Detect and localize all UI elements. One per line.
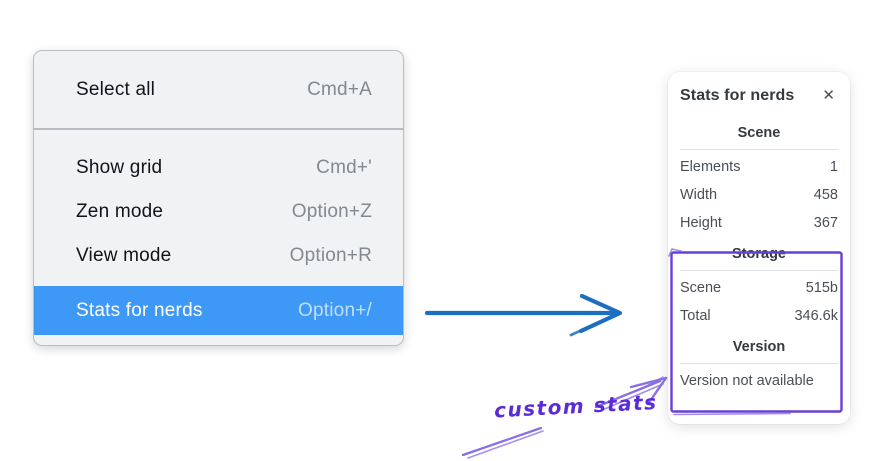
stat-label: Scene <box>680 280 722 296</box>
menu-item-label: View mode <box>76 245 172 266</box>
menu-item-shortcut: Cmd+' <box>316 157 372 178</box>
stat-label: Width <box>680 187 718 203</box>
stats-panel-header: Stats for nerds ✕ <box>678 86 840 105</box>
menu-item-label: Show grid <box>76 157 163 178</box>
menu-item-stats-for-nerds[interactable]: Stats for nerds Option+/ <box>34 286 403 335</box>
stat-row-width: Width 458 <box>680 181 838 209</box>
stat-value: 346.6k <box>794 308 838 324</box>
menu-section-top: Select all Cmd+A <box>34 51 403 128</box>
menu-item-shortcut: Option+Z <box>291 201 372 222</box>
custom-stats-tail-stroke <box>461 426 544 459</box>
context-menu: Select all Cmd+A Show grid Cmd+' Zen mod… <box>33 50 404 346</box>
stat-label: Elements <box>680 159 741 175</box>
menu-item-select-all[interactable]: Select all Cmd+A <box>34 51 403 128</box>
stat-value: 515b <box>805 280 838 296</box>
version-message: Version not available <box>680 373 814 389</box>
section-heading-scene: Scene <box>680 119 838 150</box>
stat-row-scene-size: Scene 515b <box>680 274 838 302</box>
stat-value: 458 <box>813 187 838 203</box>
menu-item-shortcut: Cmd+A <box>307 78 372 100</box>
close-icon[interactable]: ✕ <box>822 87 835 104</box>
menu-section-main: Show grid Cmd+' Zen mode Option+Z View m… <box>34 130 403 345</box>
stat-row-total-size: Total 346.6k <box>680 302 838 330</box>
stats-panel-title: Stats for nerds <box>680 86 795 104</box>
menu-item-shortcut: Option+/ <box>298 299 372 321</box>
section-storage: Storage Scene 515b Total 346.6k <box>678 240 840 330</box>
section-scene: Scene Elements 1 Width 458 Height 367 <box>678 119 840 237</box>
stat-value: 1 <box>829 159 838 175</box>
menu-item-show-grid[interactable]: Show grid Cmd+' <box>34 146 403 190</box>
blue-arrow <box>424 293 623 337</box>
section-heading-storage: Storage <box>680 240 838 271</box>
menu-item-view-mode[interactable]: View mode Option+R <box>34 234 403 278</box>
stat-row-height: Height 367 <box>680 209 838 237</box>
section-heading-version: Version <box>680 333 838 364</box>
stats-panel: Stats for nerds ✕ Scene Elements 1 Width… <box>668 72 850 424</box>
stat-label: Height <box>680 215 722 231</box>
menu-item-shortcut: Option+R <box>289 245 372 266</box>
menu-item-label: Select all <box>76 78 156 100</box>
menu-item-zen-mode[interactable]: Zen mode Option+Z <box>34 190 403 234</box>
stat-row-elements: Elements 1 <box>680 153 838 181</box>
custom-stats-label: custom stats <box>493 389 659 423</box>
custom-stats-arrow <box>594 376 668 412</box>
section-version: Version Version not available <box>678 333 840 389</box>
menu-item-label: Stats for nerds <box>76 299 203 321</box>
menu-item-label: Zen mode <box>76 201 164 222</box>
menu-divider <box>34 128 403 130</box>
stat-value: 367 <box>813 215 838 231</box>
stat-label: Total <box>680 308 711 324</box>
